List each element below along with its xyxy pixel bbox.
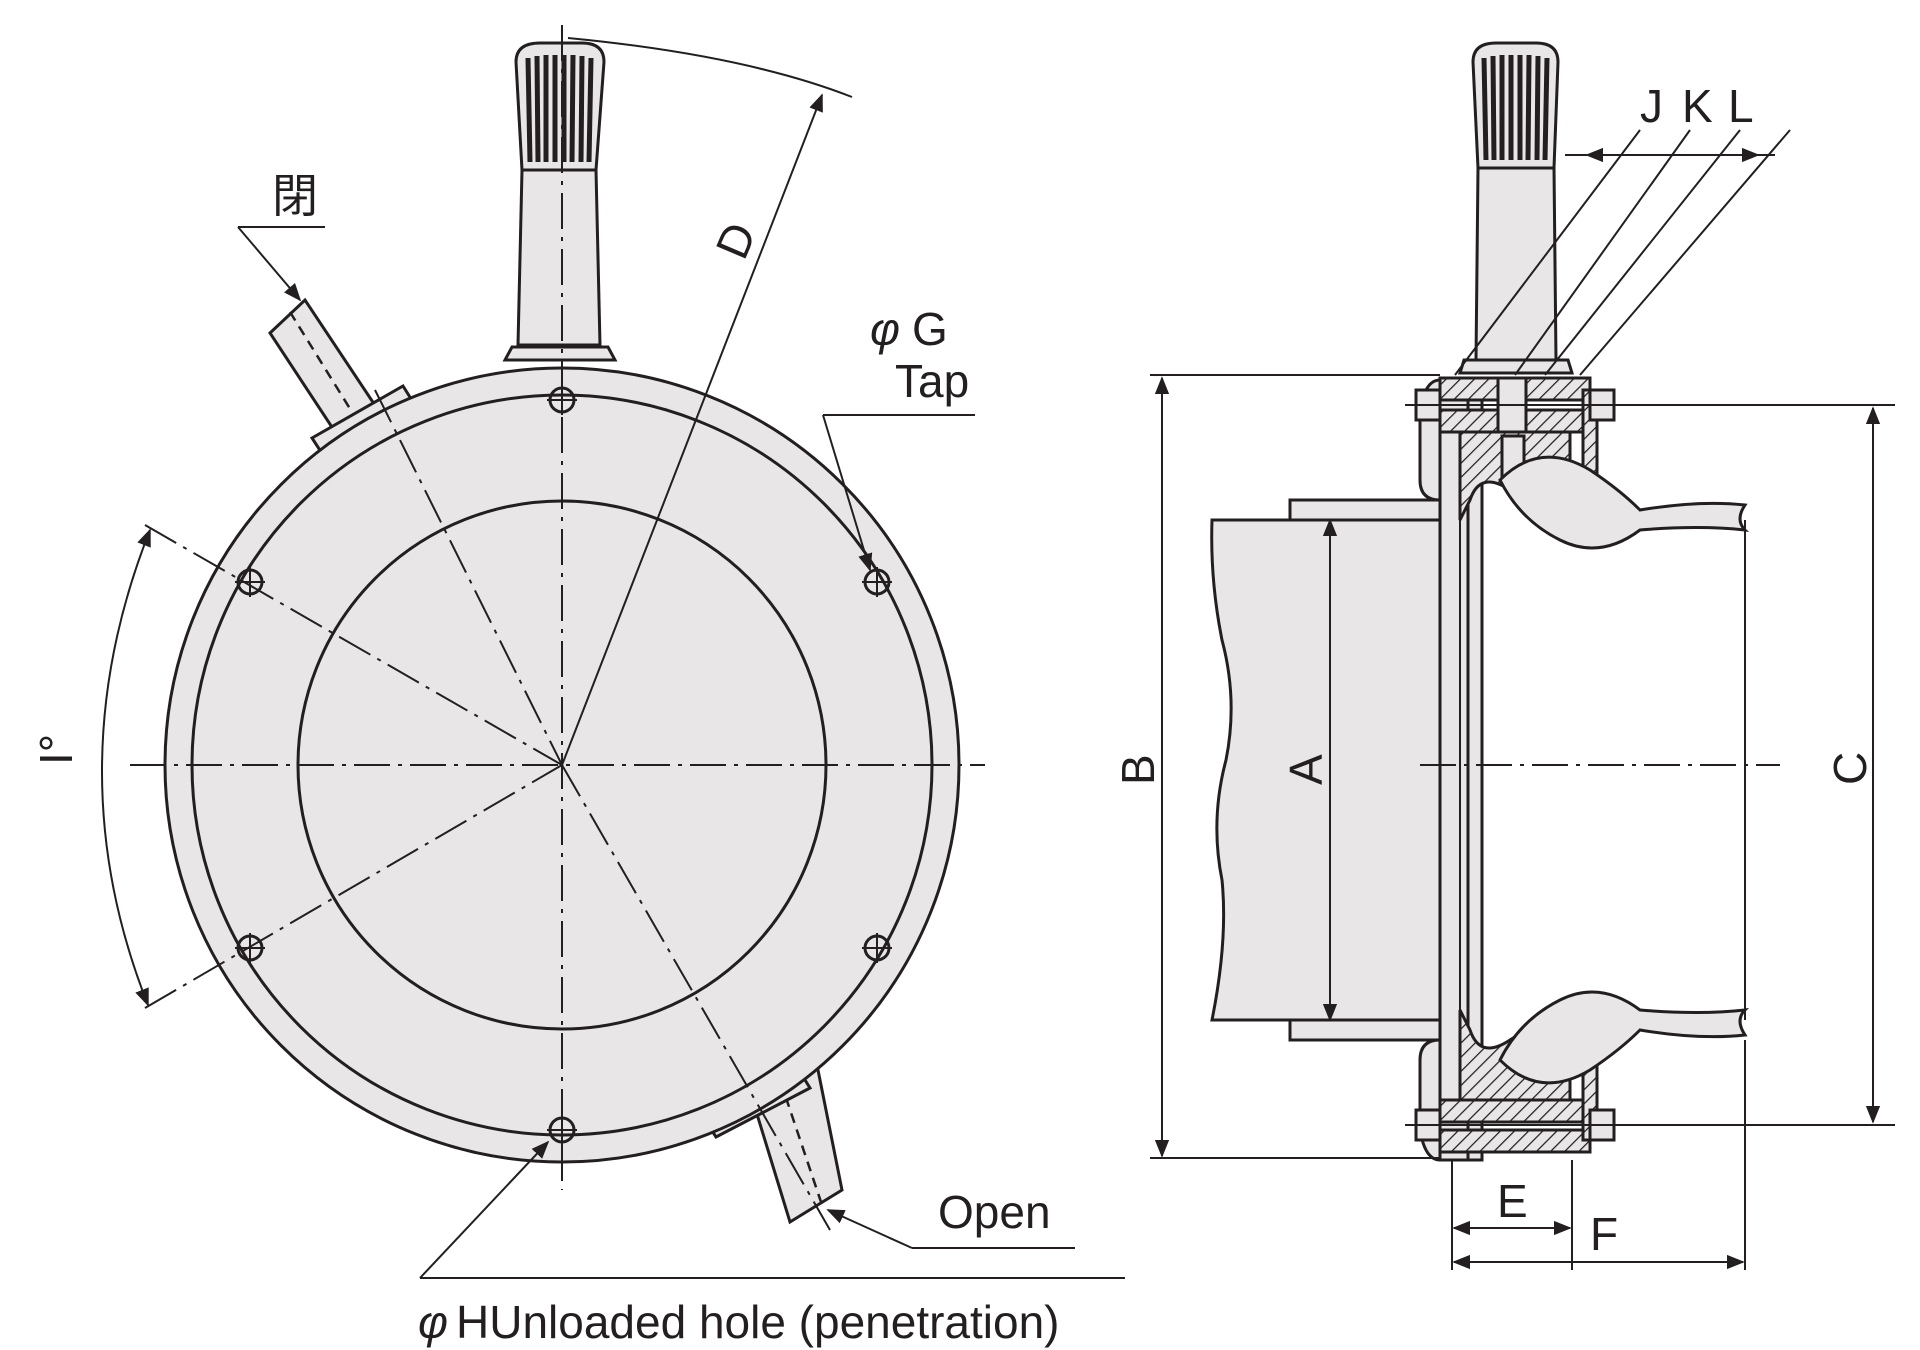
- leader-g-tap: φ G Tap: [822, 303, 975, 572]
- handle-side: [1457, 41, 1575, 375]
- side-view: A B C E F: [1112, 41, 1895, 1270]
- dim-b: B: [1112, 374, 1440, 1159]
- label-tap: Tap: [895, 355, 969, 407]
- label-phi-g: φ: [870, 303, 900, 355]
- front-view: D I° 閉 φ G Tap Open: [30, 25, 1125, 1348]
- valve-disc: [1498, 455, 1750, 1085]
- label-i-deg: I°: [30, 734, 82, 765]
- label-d: D: [705, 215, 766, 266]
- label-open: Open: [938, 1186, 1051, 1238]
- label-e: E: [1497, 1175, 1528, 1227]
- dim-i-angle: I°: [30, 528, 151, 1007]
- label-phi-h: φ: [418, 1296, 448, 1348]
- label-c: C: [1824, 752, 1876, 785]
- label-g: G: [912, 303, 948, 355]
- dim-jkl: J K L: [1454, 80, 1791, 376]
- front-centerlines: [130, 25, 985, 1231]
- label-l: L: [1728, 80, 1754, 132]
- pipe-section: [1210, 498, 1457, 1042]
- label-h: HUnloaded hole (penetration): [456, 1296, 1060, 1348]
- handle-front: [502, 41, 618, 362]
- label-k: K: [1682, 80, 1713, 132]
- label-j: J: [1640, 80, 1663, 132]
- leader-h-hole: φ HUnloaded hole (penetration): [418, 1140, 1125, 1348]
- bolts-side: [1405, 388, 1630, 1142]
- label-close: 閉: [272, 170, 318, 222]
- label-f: F: [1590, 1208, 1618, 1260]
- leader-open: Open: [826, 1186, 1075, 1249]
- bolt-holes: [235, 385, 892, 1145]
- dim-e: E: [1451, 1160, 1573, 1270]
- label-a: A: [1280, 754, 1332, 785]
- grip-ribs: [525, 54, 594, 163]
- dim-a: A: [1280, 518, 1338, 1022]
- leader-close: 閉: [237, 170, 325, 302]
- dim-f: F: [1452, 1040, 1746, 1270]
- label-b: B: [1112, 754, 1164, 785]
- dim-c: C: [1615, 404, 1895, 1126]
